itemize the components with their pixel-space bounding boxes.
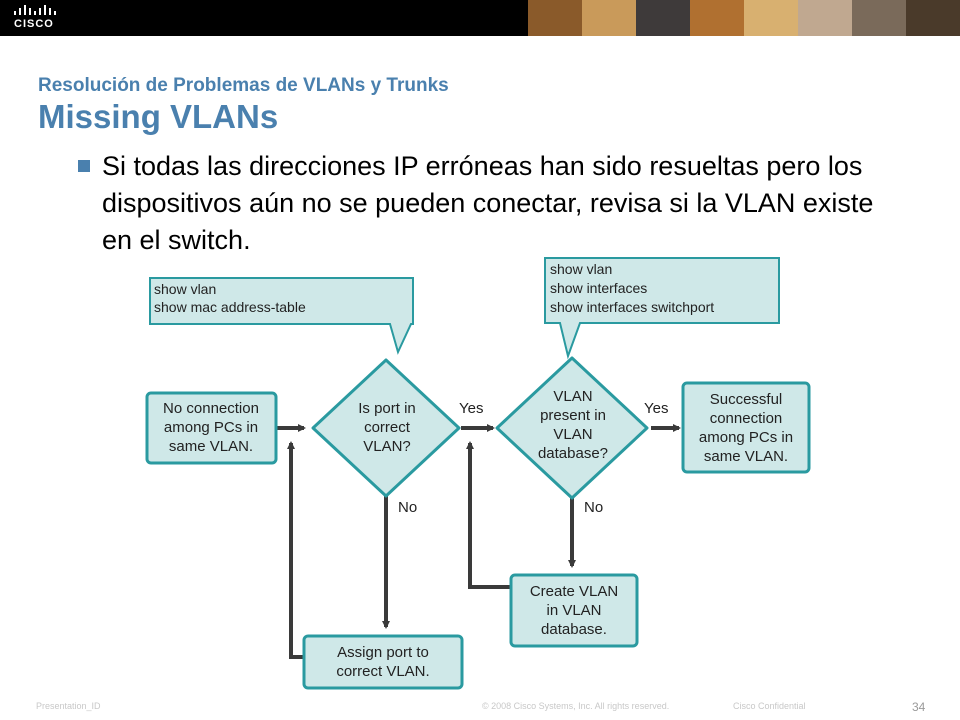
callout1-line: show vlan [154,281,216,297]
node-label: present in [540,407,606,424]
footer-presentation-id: Presentation_ID [36,701,101,711]
node-label: Successful [710,391,783,408]
node-label: database. [541,621,607,638]
page-number: 34 [912,700,926,714]
bullet-text: Si todas las direcciones IP erróneas han… [102,151,874,255]
edge-fix1-loop [287,441,304,659]
node-label: connection [710,410,783,427]
node-create-vlan: Create VLAN in VLAN database. [509,573,639,648]
node-label: in VLAN [546,602,601,619]
node-label: VLAN? [363,438,411,455]
node-label: Create VLAN [530,583,618,600]
header-photo-strip [528,0,960,36]
node-label: Assign port to [337,644,429,661]
node-label: VLAN [553,426,592,443]
callout-commands-1: show vlan show mac address-table [149,277,414,355]
callout2-line: show vlan [550,261,612,277]
node-label: correct VLAN. [336,663,429,680]
cisco-logo-icon [14,5,56,15]
callout1-line: show mac address-table [154,299,306,315]
bullet-icon [78,160,90,172]
logo-wordmark: CISCO [14,18,54,30]
node-no-connection: No connection among PCs in same VLAN. [145,391,278,465]
header-banner: CISCO [0,0,960,36]
edge-label-no: No [398,499,417,516]
node-label: database? [538,445,608,462]
callout-commands-2: show vlan show interfaces show interface… [544,257,780,360]
footer-copyright: © 2008 Cisco Systems, Inc. All rights re… [482,701,670,711]
edge-fix2-loop [466,441,511,589]
decision-port-correct-vlan: Is port in correct VLAN? [311,358,461,498]
node-label: same VLAN. [704,448,788,465]
node-label: No connection [163,400,259,417]
node-label: Is port in [358,400,416,417]
slide-subtitle: Resolución de Problemas de VLANs y Trunk… [38,75,449,96]
node-label: correct [364,419,411,436]
edge-label-yes: Yes [459,400,483,417]
node-label: among PCs in [164,419,258,436]
callout2-line: show interfaces switchport [550,299,714,315]
footer-confidential: Cisco Confidential [733,701,806,711]
node-label: VLAN [553,388,592,405]
slide-title: Missing VLANs [38,98,279,135]
node-successful-connection: Successful connection among PCs in same … [681,381,811,474]
callout2-line: show interfaces [550,280,647,296]
flow-edges [276,424,681,659]
node-label: same VLAN. [169,438,253,455]
node-assign-port: Assign port to correct VLAN. [302,634,464,690]
node-label: among PCs in [699,429,793,446]
decision-vlan-in-database: VLAN present in VLAN database? [495,356,649,500]
edge-label-yes: Yes [644,400,668,417]
edge-label-no: No [584,499,603,516]
